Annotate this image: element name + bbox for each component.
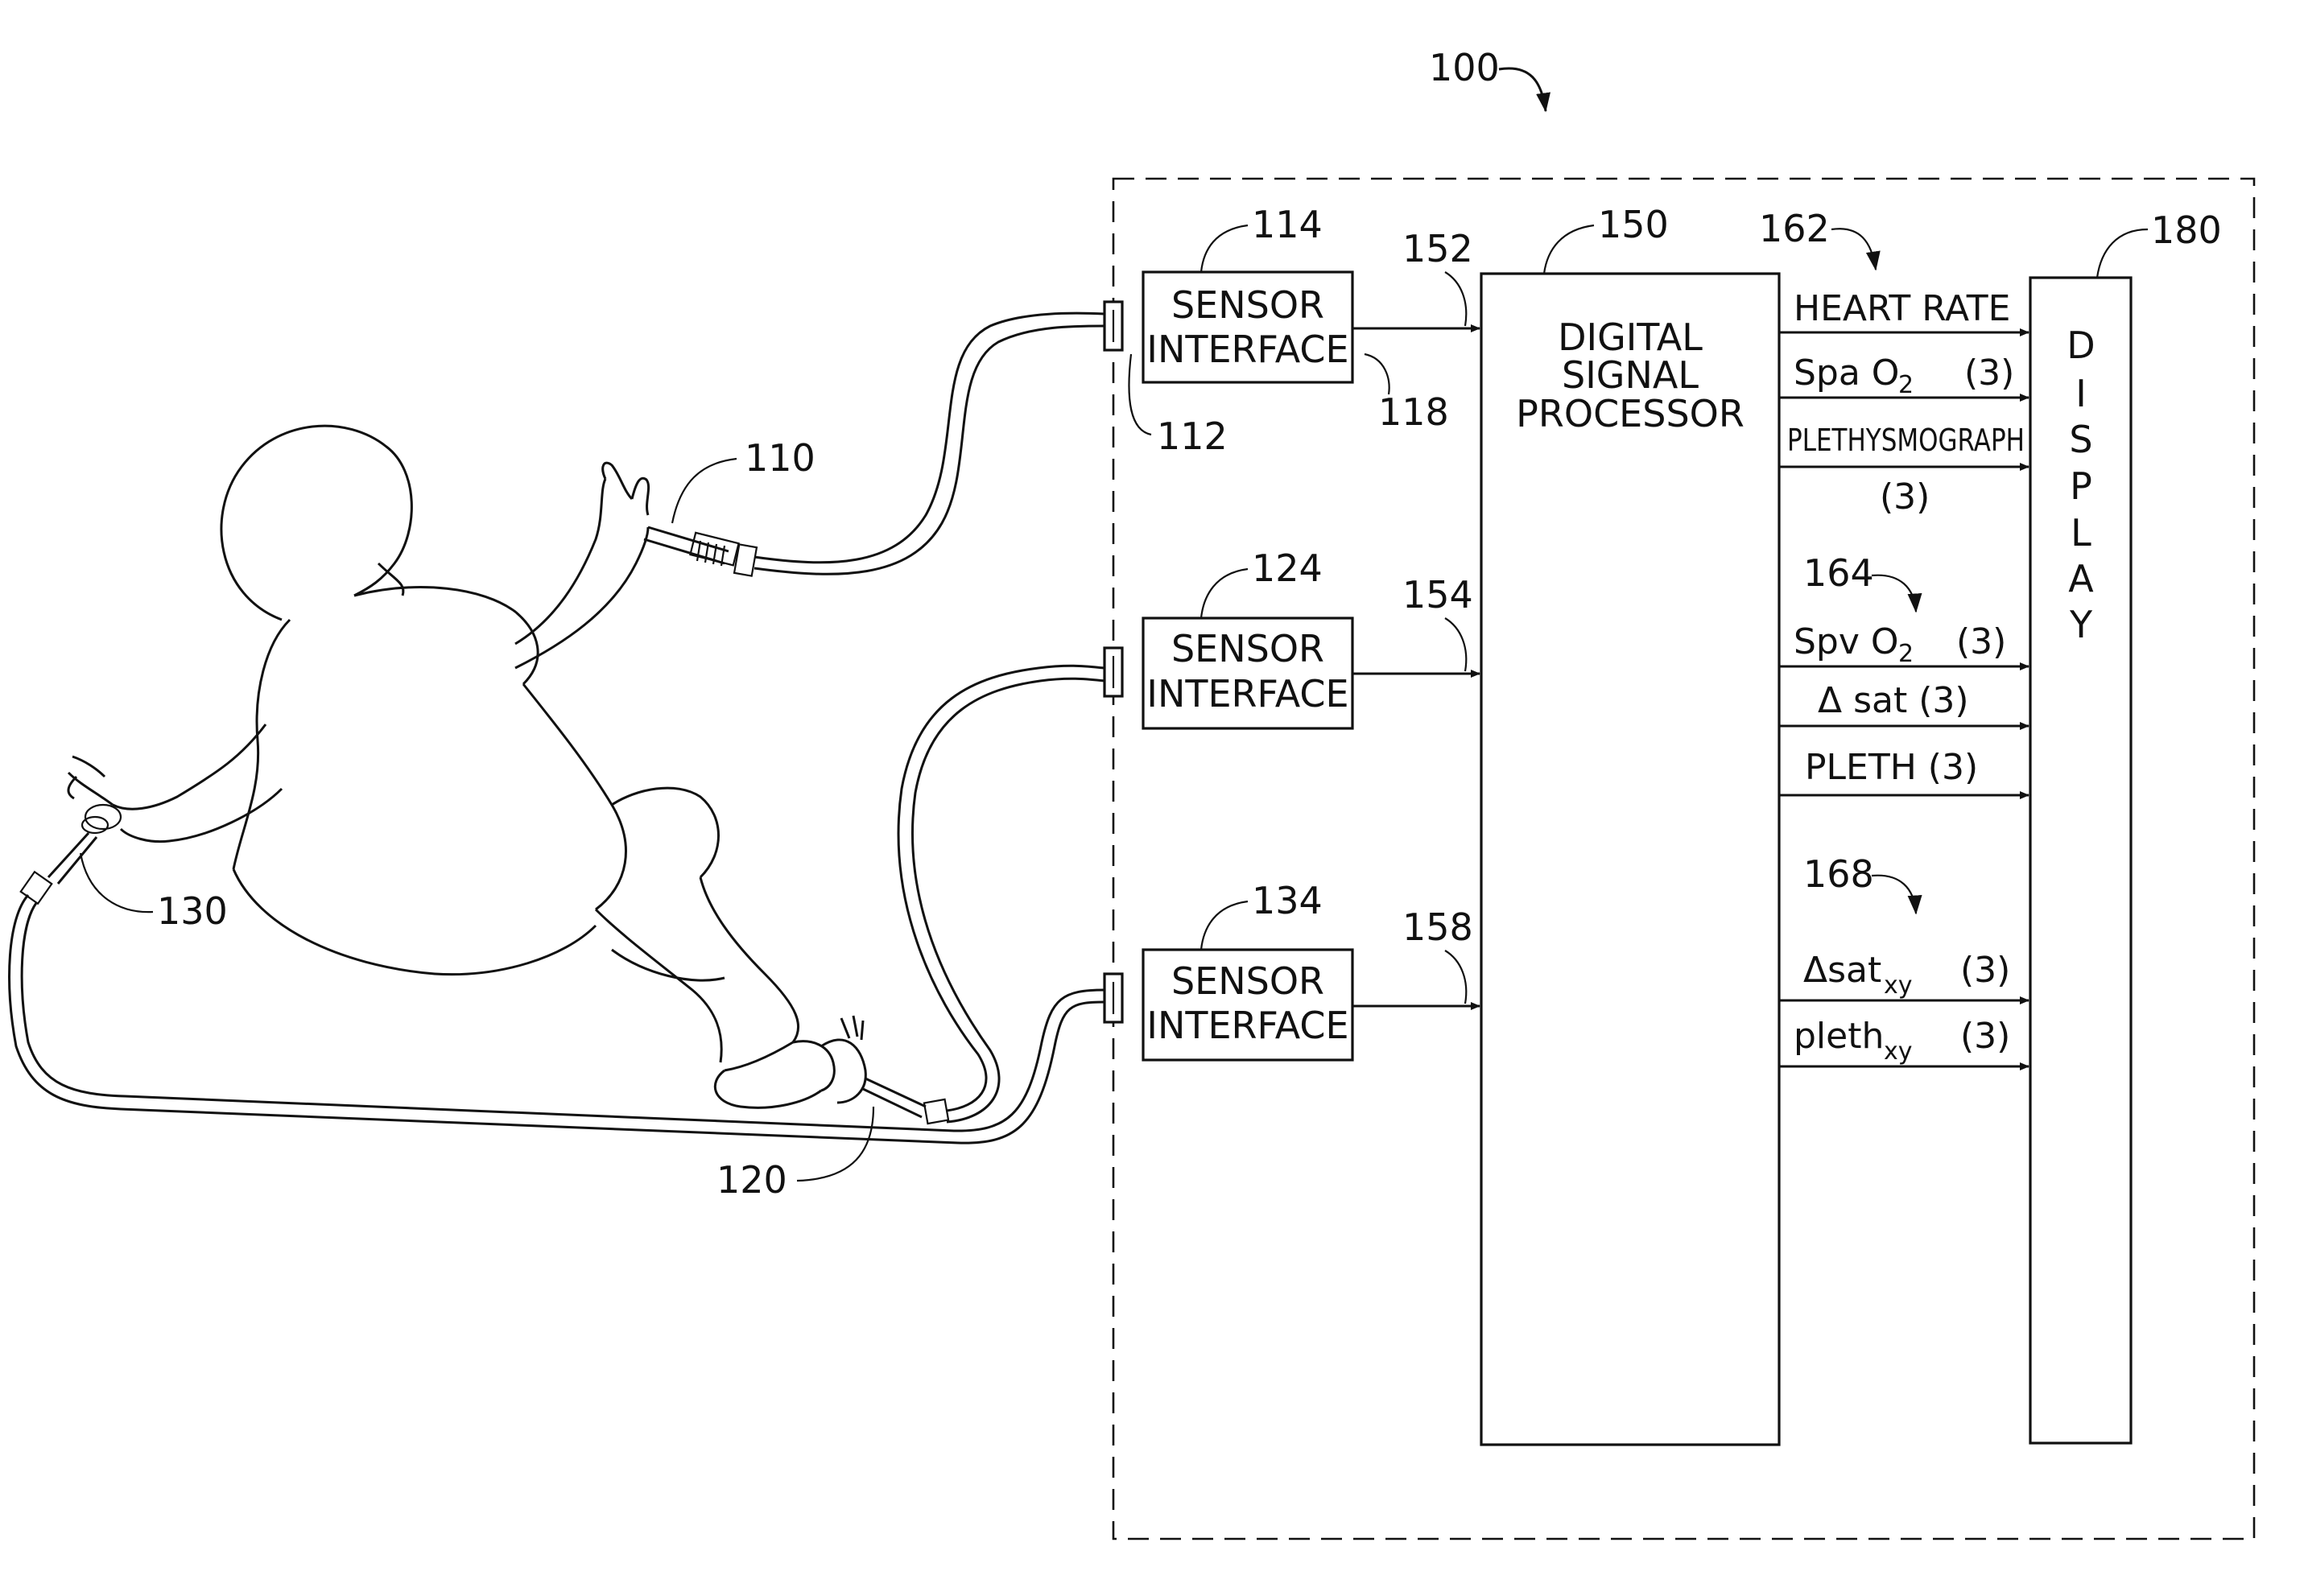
svg-text:Spa O: Spa O xyxy=(1794,353,1899,394)
ref-processor-leader xyxy=(1544,225,1594,274)
output-delta-sat: Δ sat (3) xyxy=(1779,680,2029,726)
ref-sensor-c-leader xyxy=(81,853,153,912)
connector-b xyxy=(1105,648,1122,696)
output-plethysmograph: PLETHYSMOGRAPH (3) xyxy=(1779,423,2029,518)
ref-interface-a-leader xyxy=(1201,225,1248,272)
sensor-interface-a: SENSOR INTERFACE xyxy=(1143,272,1352,382)
ref-interface-c: 134 xyxy=(1252,879,1323,922)
svg-text:SENSOR: SENSOR xyxy=(1171,959,1324,1003)
svg-text:(3): (3) xyxy=(1956,621,2006,662)
svg-text:xy: xy xyxy=(1884,1037,1913,1066)
sensor-a xyxy=(644,527,757,576)
svg-text:D: D xyxy=(2067,324,2095,367)
svg-text:(3): (3) xyxy=(1880,476,1930,518)
ref-interface-b-leader xyxy=(1201,569,1248,618)
ref-line-a: 152 xyxy=(1402,227,1473,270)
svg-text:I: I xyxy=(2075,372,2087,415)
svg-text:PLETH (3): PLETH (3) xyxy=(1805,747,1978,788)
ref-line-b-leader xyxy=(1445,618,1466,671)
svg-text:INTERFACE: INTERFACE xyxy=(1146,672,1348,716)
infant-figure xyxy=(68,426,834,1107)
sensor-interface-b: SENSOR INTERFACE xyxy=(1143,618,1352,728)
output-delta-sat-xy: Δsat xy (3) xyxy=(1779,950,2029,1000)
svg-text:L: L xyxy=(2071,511,2091,555)
output-spv-o2: Spv O 2 (3) xyxy=(1779,621,2029,668)
svg-text:SIGNAL: SIGNAL xyxy=(1562,353,1699,397)
cable-b-outer xyxy=(912,678,1105,1122)
ref-processor: 150 xyxy=(1598,203,1669,246)
ref-interface-a: 114 xyxy=(1252,203,1323,246)
ref-line-b: 154 xyxy=(1402,573,1473,617)
ref-sensor-a-leader xyxy=(672,459,737,523)
ref-group-a-leader xyxy=(1831,229,1876,270)
output-pleth: PLETH (3) xyxy=(1779,747,2029,795)
ref-group-b: 164 xyxy=(1803,551,1874,595)
output-heart-rate: HEART RATE xyxy=(1779,288,2029,332)
svg-text:SENSOR: SENSOR xyxy=(1171,283,1324,327)
ref-system: 100 xyxy=(1429,46,1500,89)
ref-display-leader xyxy=(2097,229,2148,278)
svg-text:2: 2 xyxy=(1898,640,1914,668)
svg-text:Δsat: Δsat xyxy=(1803,950,1881,991)
ref-connector: 112 xyxy=(1157,414,1228,458)
ref-sensor-a: 110 xyxy=(745,436,815,480)
svg-text:INTERFACE: INTERFACE xyxy=(1146,328,1348,371)
connector-a xyxy=(1105,302,1122,350)
sensor-b xyxy=(821,1016,948,1124)
ref-system-leader xyxy=(1499,68,1546,111)
svg-text:PLETHYSMOGRAPH: PLETHYSMOGRAPH xyxy=(1787,423,2025,458)
connector-c xyxy=(1105,974,1122,1022)
sensor-c xyxy=(21,805,121,904)
svg-text:(3): (3) xyxy=(1964,353,2014,394)
ref-line-a-leader xyxy=(1445,272,1466,326)
svg-text:(3): (3) xyxy=(1960,950,2010,991)
ref-interface-c-leader xyxy=(1201,901,1248,950)
digital-signal-processor: DIGITAL SIGNAL PROCESSOR xyxy=(1481,274,1779,1445)
sensor-interface-c: SENSOR INTERFACE xyxy=(1143,950,1352,1060)
ref-interface-a-out-leader xyxy=(1365,354,1389,394)
ref-group-b-leader xyxy=(1872,575,1916,612)
cable-c-outer xyxy=(22,903,1105,1131)
svg-text:HEART RATE: HEART RATE xyxy=(1794,288,2010,329)
cable-b xyxy=(898,666,1105,1111)
ref-group-c-leader xyxy=(1872,876,1916,913)
svg-text:P: P xyxy=(2070,464,2092,508)
ref-interface-b: 124 xyxy=(1252,546,1323,590)
ref-sensor-b: 120 xyxy=(716,1158,787,1202)
svg-text:Spv O: Spv O xyxy=(1794,621,1899,662)
svg-text:Δ sat (3): Δ sat (3) xyxy=(1818,680,1969,721)
svg-text:A: A xyxy=(2068,557,2094,600)
svg-text:2: 2 xyxy=(1898,371,1914,399)
ref-line-c-leader xyxy=(1445,951,1466,1004)
ref-sensor-b-leader xyxy=(797,1107,873,1181)
svg-text:(3): (3) xyxy=(1960,1016,2010,1057)
display-block: D I S P L A Y xyxy=(2030,278,2131,1443)
svg-text:xy: xy xyxy=(1884,971,1913,1000)
ref-interface-a-out: 118 xyxy=(1378,390,1449,434)
svg-text:DIGITAL: DIGITAL xyxy=(1558,315,1703,359)
ref-display: 180 xyxy=(2151,208,2222,252)
svg-text:S: S xyxy=(2069,418,2092,461)
svg-text:INTERFACE: INTERFACE xyxy=(1146,1004,1348,1047)
ref-sensor-c: 130 xyxy=(157,889,228,933)
output-pleth-xy: pleth xy (3) xyxy=(1779,1016,2029,1066)
ref-line-c: 158 xyxy=(1402,905,1473,949)
svg-text:Y: Y xyxy=(2069,603,2093,646)
svg-text:SENSOR: SENSOR xyxy=(1171,627,1324,670)
svg-text:pleth: pleth xyxy=(1794,1016,1884,1057)
ref-group-a: 162 xyxy=(1759,207,1830,250)
output-spa-o2: Spa O 2 (3) xyxy=(1779,353,2029,399)
ref-group-c: 168 xyxy=(1803,852,1874,896)
svg-text:PROCESSOR: PROCESSOR xyxy=(1516,392,1745,435)
